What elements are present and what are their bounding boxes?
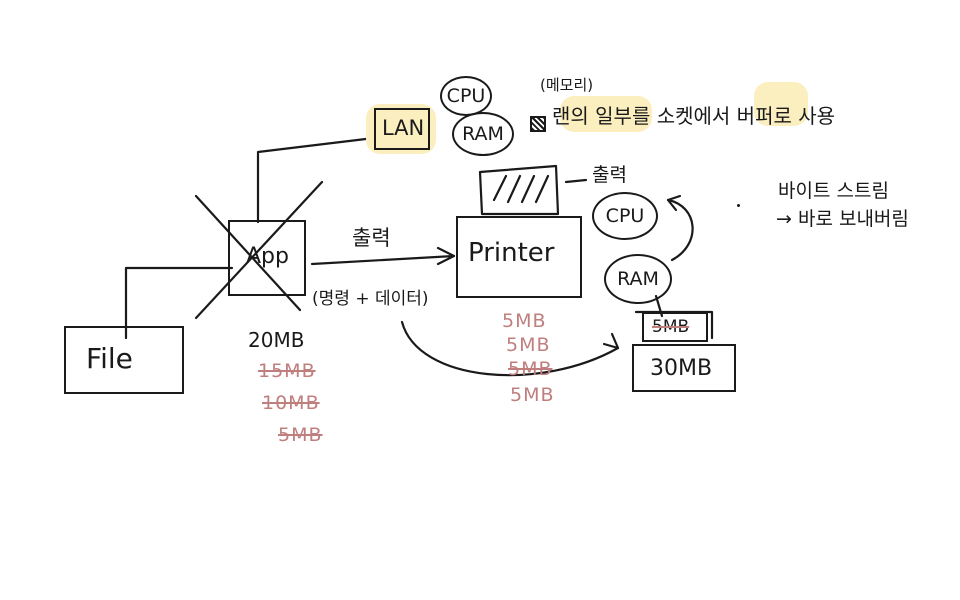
printer-size-2: 5MB (506, 334, 551, 356)
ram-top-circle: RAM (452, 112, 514, 156)
output-arrowhead (436, 246, 456, 266)
send-direct-label: → 바로 보내버림 (776, 208, 909, 230)
app-label: App (246, 244, 289, 269)
printer-size-3: 5MB (508, 358, 553, 380)
ram-to-cpu-cycle (666, 198, 694, 262)
printer-tray (478, 164, 560, 216)
app-cross-line-2 (194, 180, 324, 320)
printer-label: Printer (468, 238, 555, 268)
curve-arrowhead (602, 332, 620, 350)
app-cross-line-1 (194, 194, 302, 312)
output-label: 출력 (352, 226, 391, 250)
byte-stream-label: 바이트 스트림 (778, 180, 889, 202)
buffer-big-label: 30MB (650, 356, 713, 381)
output-arrow (310, 254, 456, 266)
cpu-top-circle: CPU (440, 76, 492, 116)
cpu-right-label: CPU (605, 205, 645, 227)
cpu-right-circle: CPU (592, 192, 658, 240)
printer-node: Printer (456, 216, 582, 298)
output-detail-label: (명령 + 데이터) (312, 289, 429, 309)
ram-right-label: RAM (617, 268, 659, 290)
buffer-30mb-box: 30MB (632, 344, 736, 392)
word-highlight-1 (560, 96, 652, 132)
ram-top-label: RAM (462, 123, 504, 145)
lan-label: LAN (382, 116, 425, 140)
app-size-15mb: 15MB (258, 360, 316, 382)
buffer-small-label: 5MB (652, 317, 690, 337)
app-node: App (228, 220, 306, 296)
printer-output-label: 출력 (592, 164, 627, 186)
printer-size-1: 5MB (502, 310, 547, 332)
ram-right-circle: RAM (604, 254, 672, 304)
word-highlight-2 (754, 82, 808, 126)
lan-highlight (366, 104, 436, 154)
socket-note-label: 랜의 일부를 소켓에서 버퍼로 사용 (552, 104, 836, 128)
curve-to-buffer (400, 320, 620, 377)
app-to-lan-line (256, 136, 376, 224)
file-node: File (64, 326, 184, 394)
buffer-box: 5MB (642, 312, 708, 342)
cpu-top-label: CPU (446, 85, 486, 107)
printer-size-4: 5MB (510, 384, 555, 406)
memory-paren-label: (메모리) (540, 76, 594, 94)
app-size-5mb: 5MB (278, 424, 323, 446)
chip-icon (530, 116, 546, 132)
dot-mark (737, 204, 740, 207)
app-size-10mb: 10MB (262, 392, 320, 414)
app-size-20mb: 20MB (248, 328, 305, 352)
file-label: File (86, 342, 133, 375)
lan-node: LAN (374, 108, 430, 150)
file-to-app-line (124, 266, 234, 340)
